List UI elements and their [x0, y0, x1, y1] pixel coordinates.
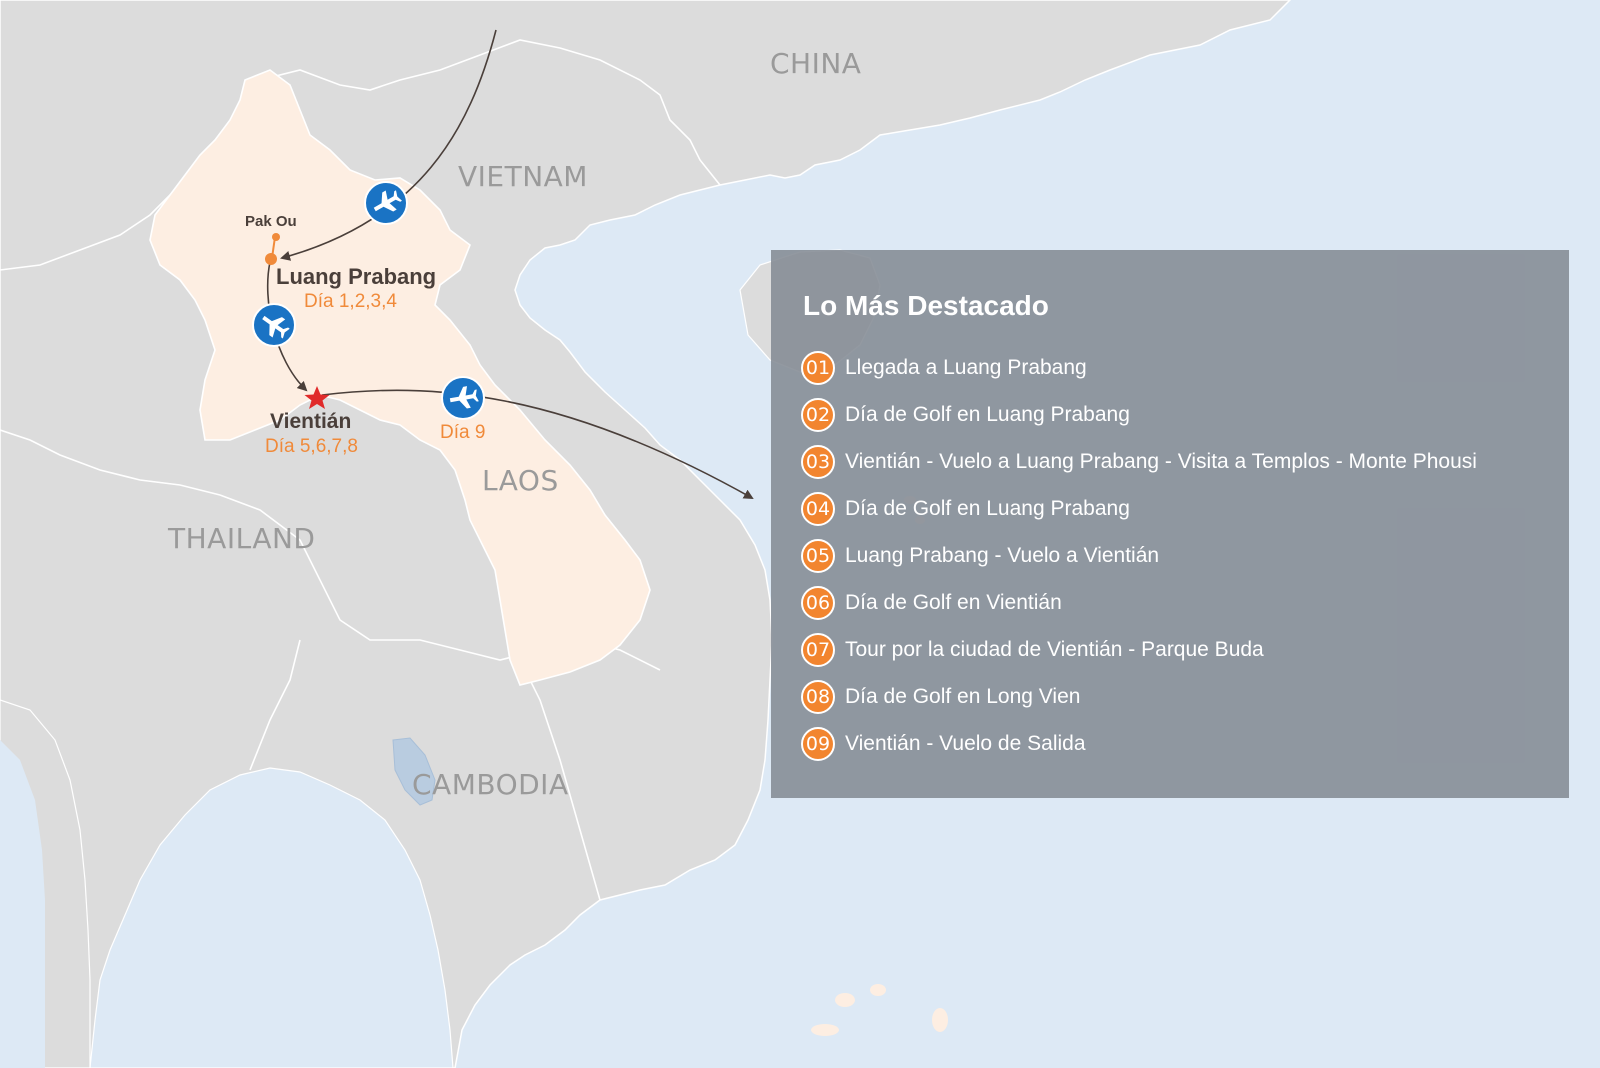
list-item-text: Día de Golf en Luang Prabang: [845, 402, 1130, 426]
list-item: 04 Día de Golf en Luang Prabang: [801, 485, 1569, 532]
day-number-badge: 02: [801, 397, 835, 432]
list-item-text: Día de Golf en Long Vien: [845, 684, 1081, 708]
day-number-badge: 01: [801, 350, 835, 385]
list-item: 03 Vientián - Vuelo a Luang Prabang - Vis…: [801, 438, 1569, 485]
label-vientiane-days: Día 5,6,7,8: [265, 436, 358, 457]
list-item: 08 Día de Golf en Long Vien: [801, 673, 1569, 720]
day-number-badge: 07: [801, 632, 835, 667]
star-icon: [304, 386, 330, 409]
list-item-text: Llegada a Luang Prabang: [845, 355, 1087, 379]
label-vientiane: Vientián: [270, 410, 351, 433]
list-item: 07 Tour por la ciudad de Vientián - Parqu…: [801, 626, 1569, 673]
list-item-text: Vientián - Vuelo a Luang Prabang - Visit…: [845, 449, 1477, 473]
airplane-icon: [441, 376, 485, 420]
list-item: 09 Vientián - Vuelo de Salida: [801, 720, 1569, 767]
label-laos: LAOS: [482, 464, 559, 497]
list-item-text: Tour por la ciudad de Vientián - Parque …: [845, 637, 1264, 661]
list-item-text: Día de Golf en Luang Prabang: [845, 496, 1130, 520]
label-thailand: THAILAND: [167, 522, 315, 555]
gulf-of-thailand: [89, 767, 454, 1068]
list-item-text: Vientián - Vuelo de Salida: [845, 731, 1086, 755]
location-dot-icon: [272, 233, 280, 241]
highlights-panel: Lo Más Destacado 01 Llegada a Luang Praba…: [771, 250, 1569, 798]
label-luang-prabang: Luang Prabang: [276, 264, 436, 289]
route-departure: [321, 389, 754, 499]
list-item: 06 Día de Golf en Vientián: [801, 579, 1569, 626]
label-pak-ou: Pak Ou: [245, 213, 297, 230]
label-luang-prabang-days: Día 1,2,3,4: [304, 291, 397, 312]
airplane-icon: [364, 181, 408, 225]
route-arrival: [280, 29, 497, 261]
tonle-sap-lake: [392, 737, 436, 806]
list-item-text: Luang Prabang - Vuelo a Vientián: [845, 543, 1160, 567]
day-number-badge: 04: [801, 491, 835, 526]
label-departure-day: Día 9: [440, 422, 485, 443]
label-china: CHINA: [770, 47, 861, 80]
panel-title: Lo Más Destacado: [803, 290, 1049, 321]
label-cambodia: CAMBODIA: [412, 768, 569, 801]
airplane-icon: [252, 303, 296, 347]
list-item: 02 Día de Golf en Luang Prabang: [801, 391, 1569, 438]
day-number-badge: 09: [801, 726, 835, 761]
day-number-badge: 08: [801, 679, 835, 714]
day-number-badge: 03: [801, 444, 835, 479]
list-item-text: Día de Golf en Vientián: [845, 590, 1062, 614]
day-number-badge: 05: [801, 538, 835, 573]
andaman-sea: [0, 740, 45, 1068]
day-number-badge: 06: [801, 585, 835, 620]
laos-region: [149, 69, 651, 686]
list-item: 05 Luang Prabang - Vuelo a Vientián: [801, 532, 1569, 579]
location-dot-icon: [265, 253, 277, 265]
list-item: 01 Llegada a Luang Prabang: [801, 344, 1569, 391]
label-vietnam: VIETNAM: [458, 160, 588, 193]
